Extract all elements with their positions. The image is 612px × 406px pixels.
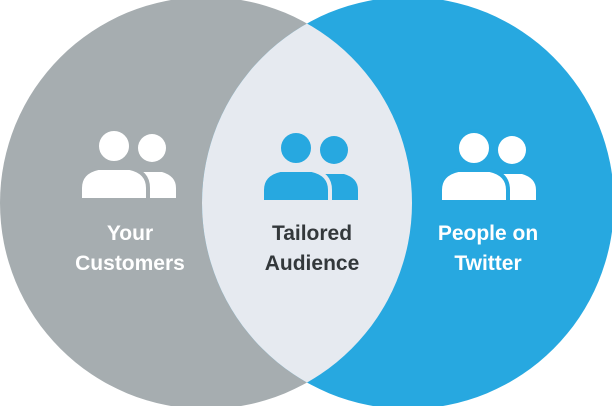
your-customers-label: Your Customers [40,219,220,279]
label-line: Your [106,222,154,245]
people-icon [78,127,176,202]
people-icon [438,129,536,204]
people-icon [260,129,358,204]
label-line: Twitter [454,252,522,275]
tailored-audience-label: Tailored Audience [222,219,402,279]
people-on-twitter-label: People on Twitter [398,219,578,279]
label-line: Customers [75,252,185,275]
label-line: Tailored [271,222,353,245]
label-line: People on [437,222,539,245]
label-line: Audience [264,252,360,275]
overlap-region [202,0,412,406]
